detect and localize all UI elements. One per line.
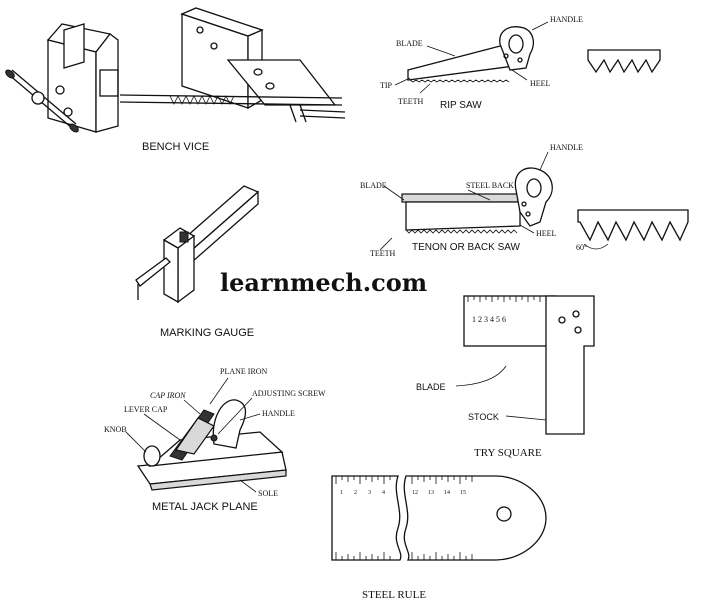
watermark: learnmech.com — [220, 268, 427, 297]
steel-rule-number: 14 — [444, 490, 450, 496]
jack-plane-handle-label: HANDLE — [262, 409, 295, 418]
jack-plane-drawing — [125, 377, 287, 493]
steel-rule-number: 4 — [382, 490, 385, 496]
tenon-saw-heel-label: HEEL — [536, 229, 557, 238]
jack-plane-cap-iron-label: CAP IRON — [150, 391, 186, 400]
rip-saw-teeth-detail — [587, 49, 661, 74]
jack-plane-lever-cap-label: LEVER CAP — [124, 405, 168, 414]
tenon-saw-steel-back-label: STEEL BACK — [466, 181, 514, 190]
steel-rule-drawing — [331, 475, 547, 561]
jack-plane-caption: METAL JACK PLANE — [152, 501, 258, 513]
steel-rule-number: 2 — [354, 490, 357, 496]
tenon-saw-teeth-detail — [577, 209, 689, 250]
jack-plane-adjusting-screw-label: ADJUSTING SCREW — [252, 389, 326, 398]
rip-saw-caption: RIP SAW — [440, 100, 482, 111]
rip-saw-blade-label: BLADE — [396, 39, 423, 48]
steel-rule-number: 13 — [428, 490, 434, 496]
try-square-blade-label: BLADE — [416, 382, 446, 392]
jack-plane-knob-label: KNOB — [104, 425, 127, 434]
steel-rule-number: 15 — [460, 490, 466, 496]
steel-rule-caption: STEEL RULE — [362, 589, 426, 601]
tenon-saw-drawing — [379, 151, 553, 251]
marking-gauge-caption: MARKING GAUGE — [160, 327, 254, 339]
rip-saw-drawing — [394, 21, 549, 94]
rip-saw-tip-label: TIP — [380, 81, 393, 90]
bench-vice-drawing — [5, 7, 346, 133]
try-square-scale: 1 2 3 4 5 6 — [472, 315, 506, 324]
steel-rule-number: 1 — [340, 490, 343, 496]
marking-gauge-drawing — [135, 185, 260, 304]
tenon-saw-caption: TENON OR BACK SAW — [412, 242, 521, 253]
tenon-saw-teeth-label: TEETH — [370, 249, 396, 258]
try-square-drawing — [455, 295, 595, 435]
rip-saw-handle-label: HANDLE — [550, 15, 583, 24]
try-square-stock-label: STOCK — [468, 412, 499, 422]
steel-rule-number: 3 — [368, 490, 371, 496]
jack-plane-sole-label: SOLE — [258, 489, 278, 498]
tenon-saw-handle-label: HANDLE — [550, 143, 583, 152]
rip-saw-heel-label: HEEL — [530, 79, 551, 88]
tenon-saw-blade-label: BLADE — [360, 181, 387, 190]
bench-vice-caption: BENCH VICE — [142, 141, 209, 153]
jack-plane-plane-iron-label: PLANE IRON — [220, 367, 268, 376]
tenon-saw-angle-label: 60° — [576, 243, 587, 252]
try-square-caption: TRY SQUARE — [474, 447, 542, 459]
rip-saw-teeth-label: TEETH — [398, 97, 424, 106]
steel-rule-number: 12 — [412, 490, 418, 496]
